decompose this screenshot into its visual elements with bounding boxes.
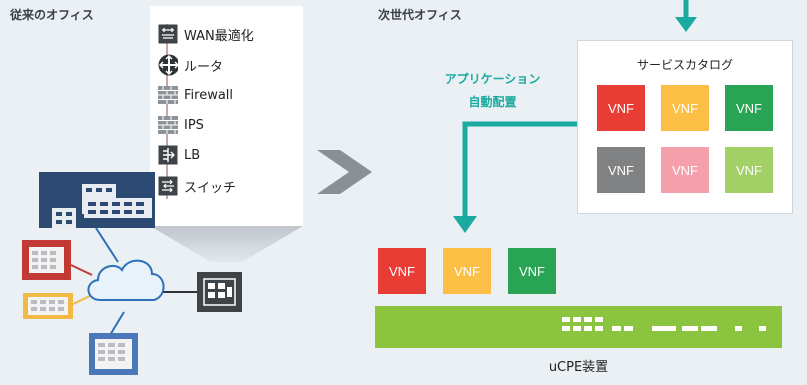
deployed-vnf: VNF bbox=[443, 248, 491, 294]
catalog-vnf: VNF bbox=[597, 85, 645, 131]
wan-optimizer-icon bbox=[158, 24, 178, 44]
link-branch-blue bbox=[109, 311, 125, 336]
catalog-vnf: VNF bbox=[661, 147, 709, 193]
cloud-icon bbox=[87, 259, 165, 301]
device-label: スイッチ bbox=[184, 180, 237, 196]
catalog-vnf: VNF bbox=[597, 147, 645, 193]
device-label: Firewall bbox=[184, 87, 234, 103]
device-row-firewall: Firewall bbox=[158, 83, 233, 107]
right-section-title: 次世代オフィス bbox=[378, 8, 462, 22]
branch-office-red-icon bbox=[22, 240, 71, 280]
left-section-title: 従来のオフィス bbox=[10, 8, 94, 22]
funnel-shape bbox=[150, 226, 303, 262]
device-row-router: ルータ bbox=[158, 53, 223, 77]
ucpe-device-icon bbox=[375, 306, 782, 348]
device-label: LB bbox=[184, 147, 201, 163]
deploy-label-line2: 自動配置 bbox=[468, 95, 517, 109]
transition-arrow-icon bbox=[317, 150, 372, 194]
device-label: IPS bbox=[184, 117, 204, 133]
office-box-icon bbox=[197, 272, 242, 312]
device-row-lb: LB bbox=[158, 143, 200, 167]
incoming-arrow-head bbox=[675, 17, 697, 32]
device-row-switch: スイッチ bbox=[158, 174, 236, 198]
catalog-vnf: VNF bbox=[725, 85, 773, 131]
branch-office-blue-icon bbox=[89, 333, 138, 375]
deploy-label-line1: アプリケーション bbox=[444, 72, 541, 86]
catalog-vnf: VNF bbox=[725, 147, 773, 193]
deployed-vnf: VNF bbox=[378, 248, 426, 294]
ucpe-label: uCPE装置 bbox=[548, 360, 609, 375]
switch-icon bbox=[158, 176, 178, 196]
link-branch-yellow bbox=[70, 294, 93, 306]
device-row-wan-optimizer: WAN最適化 bbox=[158, 22, 254, 46]
deploy-arrow-head bbox=[453, 216, 477, 233]
link-branch-red bbox=[70, 264, 93, 276]
headquarters-building-icon bbox=[39, 172, 155, 228]
deploy-arrow-line bbox=[462, 121, 577, 218]
deployed-vnf: VNF bbox=[508, 248, 556, 294]
router-icon bbox=[158, 54, 178, 76]
device-chain-line bbox=[166, 24, 168, 199]
deploy-label: アプリケーション 自動配置 bbox=[430, 70, 555, 110]
catalog-vnf: VNF bbox=[661, 85, 709, 131]
ips-icon bbox=[158, 115, 178, 135]
device-row-ips: IPS bbox=[158, 113, 204, 137]
device-label: WAN最適化 bbox=[184, 28, 254, 44]
load-balancer-icon bbox=[158, 145, 178, 165]
device-label: ルータ bbox=[184, 59, 224, 75]
service-catalog-panel: サービスカタログ VNF VNF VNF VNF VNF VNF bbox=[577, 40, 793, 214]
branch-office-yellow-icon bbox=[23, 293, 73, 319]
link-hq-cloud bbox=[95, 227, 119, 263]
service-catalog-title: サービスカタログ bbox=[636, 58, 733, 72]
firewall-icon bbox=[158, 85, 178, 105]
